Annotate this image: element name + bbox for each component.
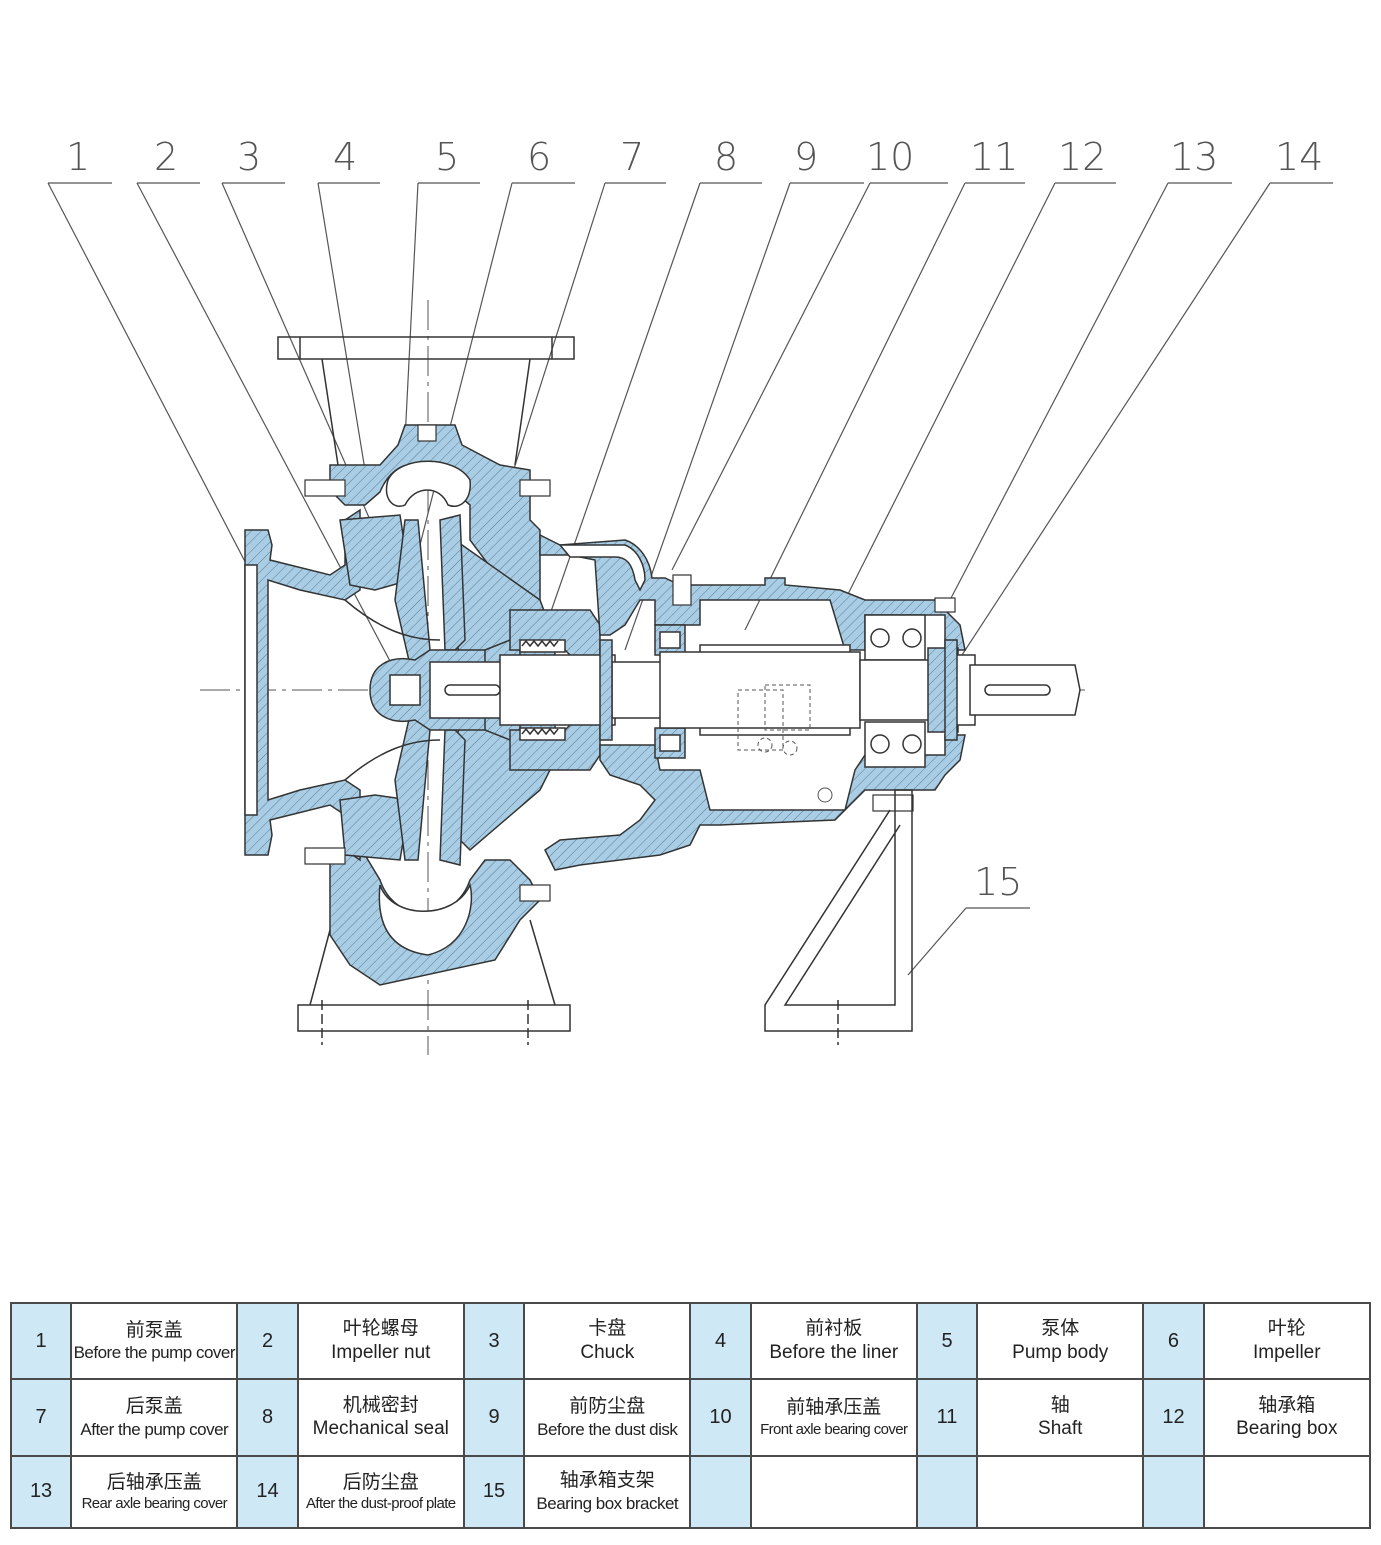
part-number: 4 bbox=[689, 1301, 752, 1381]
pump-cross-section-diagram: 1 2 3 4 5 6 7 8 9 10 11 12 13 14 15 bbox=[47, 135, 1333, 1055]
part-name-cell: 前衬板 Before the liner bbox=[749, 1301, 918, 1381]
part-number: 2 bbox=[236, 1301, 299, 1381]
part-number: 10 bbox=[689, 1378, 752, 1457]
part-name-cn: 轴承箱 bbox=[1258, 1393, 1316, 1416]
callout-5: 5 bbox=[435, 135, 459, 179]
part-number: 1 bbox=[9, 1301, 73, 1381]
part-name-cn: 前轴承压盖 bbox=[786, 1396, 882, 1419]
part-number: 13 bbox=[9, 1454, 73, 1530]
part-number: 9 bbox=[462, 1378, 526, 1457]
part-name-en: Before the liner bbox=[769, 1342, 899, 1364]
callout-2: 2 bbox=[154, 135, 178, 179]
part-name-cn: 机械密封 bbox=[342, 1393, 419, 1416]
part-name-cn: 前泵盖 bbox=[125, 1318, 183, 1341]
callout-9: 9 bbox=[794, 135, 818, 179]
part-name-cn: 卡盘 bbox=[588, 1317, 627, 1340]
callout-12: 12 bbox=[1058, 135, 1106, 179]
callout-4: 4 bbox=[333, 135, 357, 179]
part-name-cell: 后轴承压盖 Rear axle bearing cover bbox=[70, 1454, 239, 1530]
part-name-en: After the pump cover bbox=[80, 1419, 229, 1439]
part-name-cell: 后泵盖 After the pump cover bbox=[70, 1378, 239, 1457]
part-name-en: Shaft bbox=[1038, 1418, 1083, 1440]
part-number: 5 bbox=[915, 1301, 979, 1381]
shaft bbox=[429, 647, 1081, 733]
part-name-en: Chuck bbox=[580, 1342, 635, 1364]
part-name-cn: 轴 bbox=[1050, 1393, 1070, 1416]
part-name-cn: 叶轮 bbox=[1267, 1317, 1306, 1340]
parts-list-table: 1 前泵盖 Before the pump cover 2 叶轮螺母 Impel… bbox=[9, 1301, 1372, 1530]
part-name-cn: 后轴承压盖 bbox=[106, 1470, 202, 1493]
discharge-flange bbox=[277, 336, 575, 466]
callout-8: 8 bbox=[714, 135, 738, 179]
callout-14: 14 bbox=[1275, 135, 1323, 179]
empty-number-cell bbox=[1142, 1454, 1205, 1530]
callout-7: 7 bbox=[620, 135, 644, 179]
part-name-cn: 前防尘盘 bbox=[569, 1395, 646, 1418]
part-name-cell: 卡盘 Chuck bbox=[523, 1301, 692, 1381]
part-name-en: Bearing box bbox=[1236, 1418, 1338, 1440]
part-name-cell: 后防尘盘 After the dust-proof plate bbox=[296, 1454, 465, 1530]
part-name-cell: 轴 Shaft bbox=[976, 1378, 1145, 1457]
table-row: 7 后泵盖 After the pump cover 8 机械密封 Mechan… bbox=[9, 1378, 1372, 1457]
callout-10: 10 bbox=[866, 135, 914, 179]
part-name-en: Impeller nut bbox=[331, 1342, 431, 1364]
empty-number-cell bbox=[915, 1454, 979, 1530]
front-pump-cover bbox=[244, 508, 411, 862]
part-name-cell: 叶轮 Impeller bbox=[1202, 1301, 1372, 1381]
part-name-cell: 轴承箱 Bearing box bbox=[1202, 1378, 1372, 1457]
part-number: 3 bbox=[462, 1301, 526, 1381]
dust-disks bbox=[599, 639, 958, 741]
part-name-cell: 前防尘盘 Before the dust disk bbox=[523, 1378, 692, 1457]
part-number: 14 bbox=[236, 1454, 299, 1530]
callout-15: 15 bbox=[974, 860, 1022, 904]
empty-name-cell bbox=[976, 1454, 1145, 1530]
part-name-en: Pump body bbox=[1012, 1342, 1109, 1364]
bearings bbox=[654, 614, 926, 768]
empty-number-cell bbox=[689, 1454, 752, 1530]
part-number: 11 bbox=[915, 1378, 979, 1457]
part-name-cn: 叶轮螺母 bbox=[342, 1317, 419, 1340]
bearing-box-bracket bbox=[764, 789, 913, 1045]
callout-1: 1 bbox=[66, 135, 90, 179]
part-number: 8 bbox=[236, 1378, 299, 1457]
part-name-cell: 轴承箱支架 Bearing box bracket bbox=[523, 1454, 692, 1530]
part-name-cell: 前泵盖 Before the pump cover bbox=[70, 1301, 239, 1381]
part-name-cn: 后防尘盘 bbox=[342, 1470, 419, 1493]
impeller bbox=[344, 514, 466, 866]
part-name-en: Before the pump cover bbox=[73, 1343, 236, 1363]
part-name-en: Rear axle bearing cover bbox=[81, 1495, 228, 1513]
table-row: 1 前泵盖 Before the pump cover 2 叶轮螺母 Impel… bbox=[9, 1301, 1372, 1381]
part-number: 15 bbox=[462, 1454, 526, 1530]
callout-3: 3 bbox=[237, 135, 261, 179]
callout-13: 13 bbox=[1170, 135, 1218, 179]
callout-leader-lines bbox=[47, 182, 1333, 976]
empty-name-cell bbox=[749, 1454, 918, 1530]
part-name-en: Before the dust disk bbox=[537, 1419, 678, 1439]
oil-level-gear-detail bbox=[737, 684, 833, 803]
part-name-cell: 叶轮螺母 Impeller nut bbox=[296, 1301, 465, 1381]
part-name-cell: 泵体 Pump body bbox=[976, 1301, 1145, 1381]
callout-6: 6 bbox=[527, 135, 551, 179]
part-number: 6 bbox=[1142, 1301, 1205, 1381]
part-name-en: Front axle bearing cover bbox=[760, 1421, 908, 1439]
part-name-cell: 前轴承压盖 Front axle bearing cover bbox=[749, 1378, 918, 1457]
part-name-en: Impeller bbox=[1252, 1342, 1321, 1364]
part-name-cn: 轴承箱支架 bbox=[559, 1469, 655, 1492]
table-row: 13 后轴承压盖 Rear axle bearing cover 14 后防尘盘… bbox=[9, 1454, 1372, 1530]
part-name-cn: 泵体 bbox=[1041, 1317, 1080, 1340]
callout-numbers: 1 2 3 4 5 6 7 8 9 10 11 12 13 14 15 bbox=[66, 135, 1323, 904]
part-number: 7 bbox=[9, 1378, 73, 1457]
part-name-cn: 后泵盖 bbox=[125, 1395, 183, 1418]
part-name-en: Mechanical seal bbox=[312, 1418, 449, 1440]
part-number: 12 bbox=[1142, 1378, 1205, 1457]
pump-foot bbox=[297, 919, 571, 1045]
part-name-en: After the dust-proof plate bbox=[306, 1495, 456, 1513]
casing-bolts bbox=[304, 424, 956, 902]
part-name-en: Bearing box bracket bbox=[536, 1494, 679, 1514]
part-name-cn: 前衬板 bbox=[805, 1317, 863, 1340]
callout-11: 11 bbox=[970, 135, 1018, 179]
empty-name-cell bbox=[1202, 1454, 1372, 1530]
part-name-cell: 机械密封 Mechanical seal bbox=[296, 1378, 465, 1457]
